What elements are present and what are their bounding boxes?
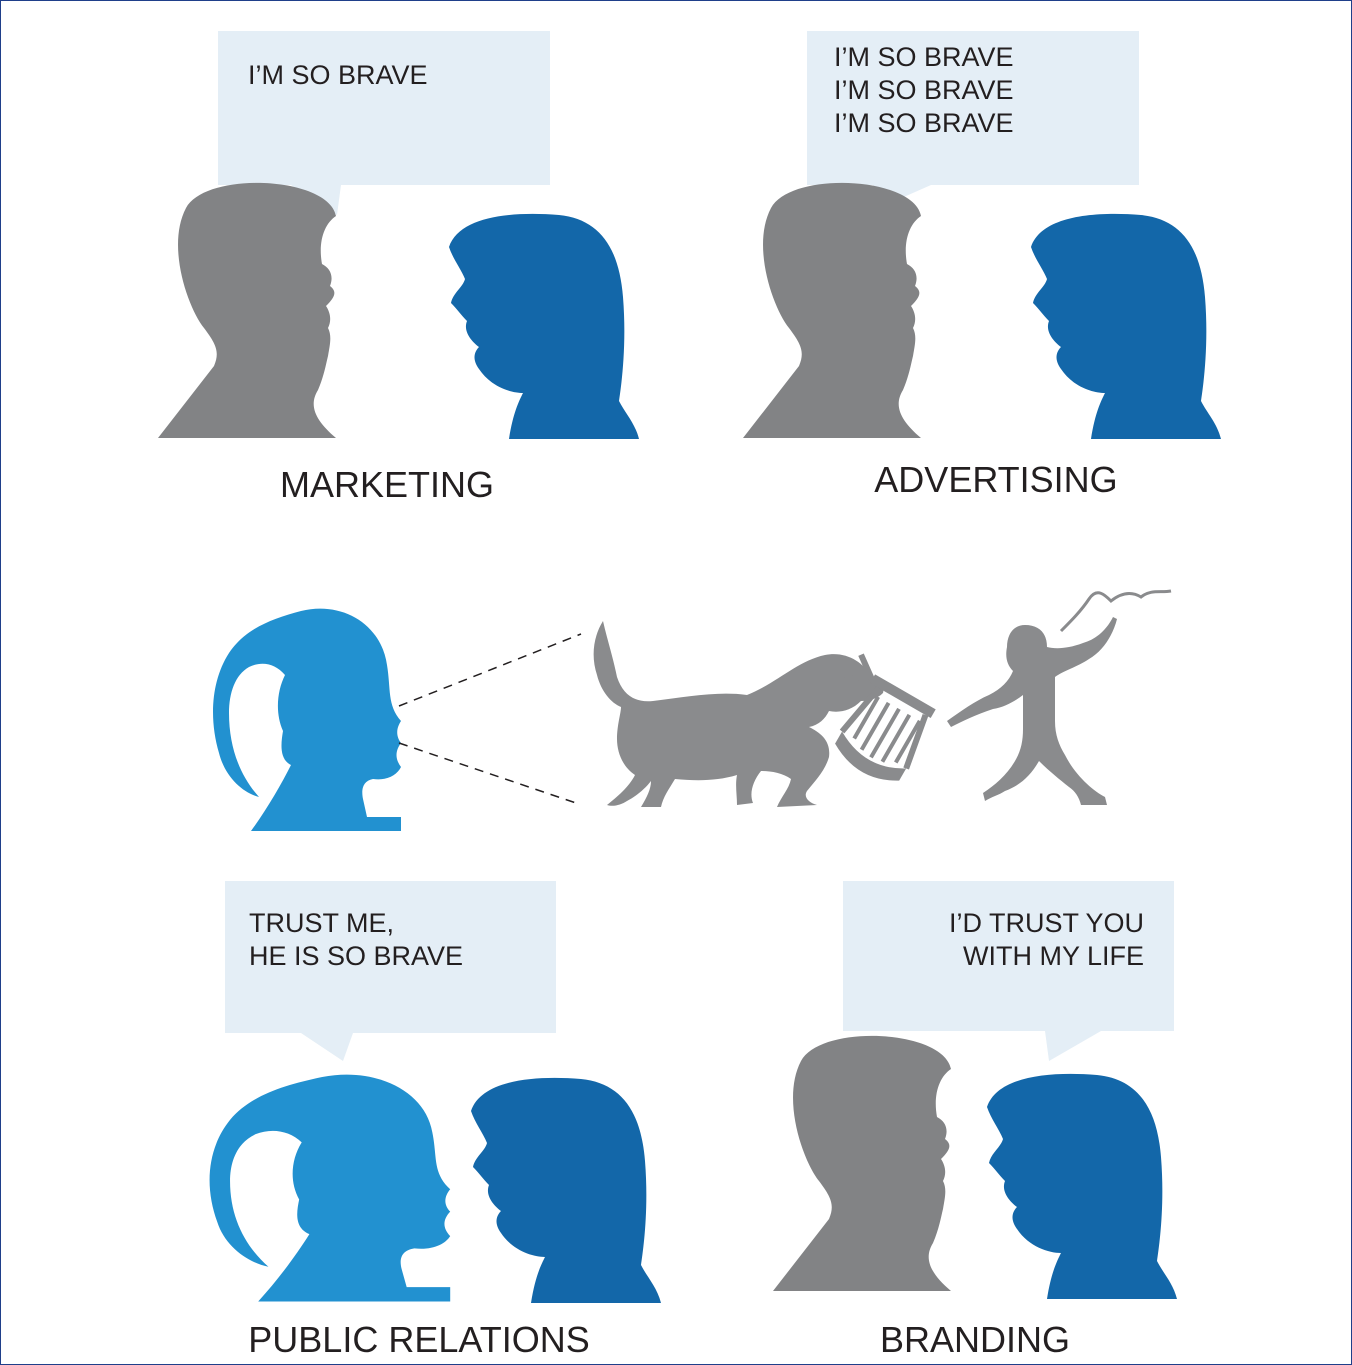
ponytail-woman-head-icon (213, 608, 401, 831)
ponytail-woman-head-icon (209, 1074, 451, 1302)
speech-bubble-branding (843, 881, 1174, 1061)
woman-head-icon (987, 1073, 1177, 1299)
speech-text-advertising: I’M SO BRAVE I’M SO BRAVE I’M SO BRAVE (834, 42, 1014, 138)
woman-head-icon (1031, 213, 1221, 439)
sight-lines (398, 633, 582, 804)
speech-bubble-marketing (218, 31, 550, 215)
woman-head-icon (471, 1077, 661, 1303)
lion-icon (593, 621, 884, 807)
caption-marketing: MARKETING (279, 464, 494, 505)
speech-text-branding: I’D TRUST YOU WITH MY LIFE (948, 908, 1144, 971)
caption-branding: BRANDING (879, 1319, 1071, 1360)
woman-head-icon (449, 213, 639, 439)
man-head-icon (773, 1035, 951, 1291)
speech-bubble-advertising (807, 31, 1139, 207)
speech-text-public-relations: TRUST ME, HE IS SO BRAVE (249, 908, 464, 971)
chair-icon (835, 653, 936, 781)
speech-text-marketing: I’M SO BRAVE (248, 60, 428, 90)
lion-tamer-scene (593, 589, 1172, 807)
caption-advertising: ADVERTISING (874, 459, 1118, 500)
speech-bubble-public-relations (225, 881, 556, 1061)
man-head-icon (743, 182, 921, 438)
caption-public-relations: PUBLIC RELATIONS (248, 1319, 590, 1360)
whip-icon (1059, 589, 1172, 633)
lion-tamer-icon (947, 617, 1117, 805)
man-head-icon (158, 182, 336, 438)
